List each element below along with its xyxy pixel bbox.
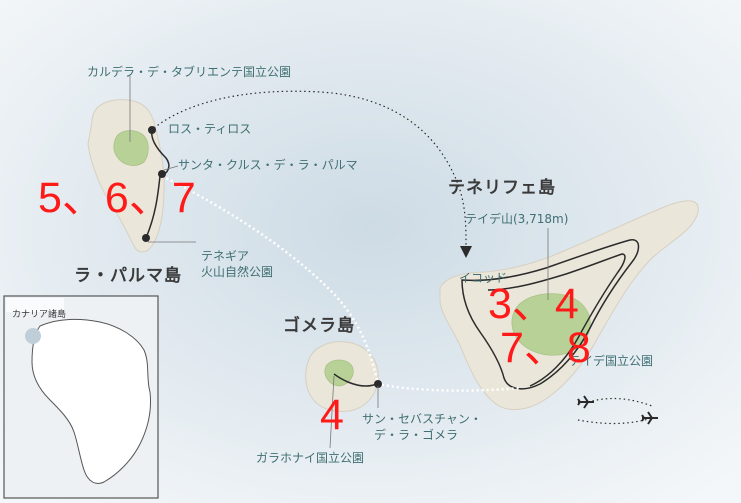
- day-marker-tenerife-2: 7、8: [500, 324, 591, 372]
- la-palma-route: [145, 129, 170, 239]
- santa-cruz-label: サンタ・クルス・デ・ラ・パルマ: [178, 158, 358, 172]
- tenerife-route-outer: [461, 239, 640, 390]
- route-stop-icon: [374, 380, 382, 388]
- teneguia-label-line1: テネギア: [201, 249, 250, 263]
- airplane-icon: [641, 411, 658, 425]
- flight-arrowhead: [460, 246, 472, 258]
- los-tilos-label: ロス・ティロス: [168, 122, 252, 136]
- san-sebastian-label-line1: サン・セバスチャン・: [362, 412, 482, 426]
- leader-line: [163, 165, 179, 171]
- canary-islands-marker: [25, 328, 41, 344]
- la-palma-island-name: ラ・パルマ島: [74, 266, 182, 286]
- teide-park-area: [511, 293, 591, 356]
- garajonay-park-area: [324, 359, 354, 387]
- airport-route-1: [587, 397, 653, 407]
- garajonay-label: ガラホナイ国立公園: [256, 451, 365, 465]
- teide-peak-label: テイデ山(3,718m): [465, 212, 569, 226]
- route-stop-icon: [148, 126, 156, 134]
- ferry-route: [161, 174, 521, 392]
- tenerife-route-inner: [487, 253, 626, 387]
- airplane-icon: [577, 395, 594, 409]
- san-sebastian-label-line2: デ・ラ・ゴメラ: [374, 428, 459, 442]
- leader-line: [329, 375, 335, 449]
- day-marker-gomera: 4: [320, 391, 344, 439]
- gomera-island-name: ゴメラ島: [283, 316, 355, 336]
- tenerife-island-name: テネリフェ島: [448, 178, 556, 198]
- caldera-park-label: カルデラ・デ・タブリエンテ国立公園: [87, 65, 292, 79]
- day-marker-la-palma: 5、6、7: [38, 174, 196, 222]
- icod-label: イコッド: [459, 271, 508, 285]
- africa-continent: [31, 318, 151, 484]
- day-marker-tenerife-1: 3、4: [488, 280, 579, 328]
- route-stop-icon: [142, 234, 150, 242]
- inset-label-box: [6, 298, 64, 312]
- teide-park-label: テイデ国立公園: [569, 354, 654, 368]
- teneguia-label-line2: 火山自然公園: [201, 265, 274, 279]
- caldera-park-area: [113, 130, 149, 166]
- route-stop-icon: [158, 170, 166, 178]
- inset-map-label: カナリア諸島: [12, 310, 67, 320]
